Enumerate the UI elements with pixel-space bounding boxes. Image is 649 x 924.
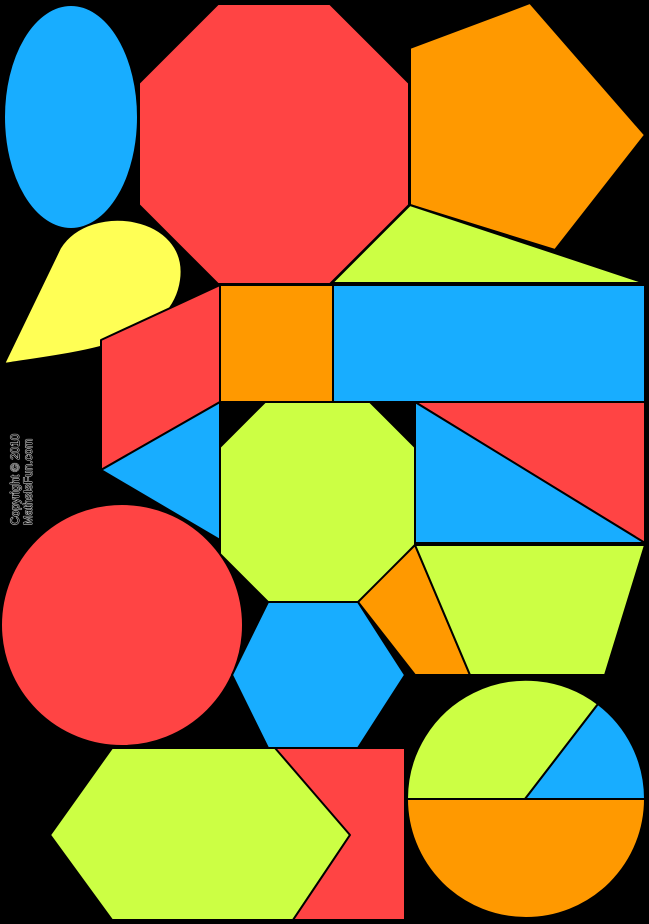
orange-pentagon bbox=[409, 2, 646, 251]
red-notched-square bbox=[274, 747, 406, 921]
red-circle bbox=[0, 503, 244, 747]
lime-octagon bbox=[219, 401, 416, 603]
blue-circle-sector bbox=[524, 703, 647, 800]
lime-trapezoid bbox=[331, 204, 646, 284]
blue-rectangle bbox=[332, 284, 646, 403]
lime-trapezoid-lower bbox=[414, 544, 646, 676]
orange-semicircle bbox=[406, 798, 646, 919]
lime-circle-sector bbox=[405, 678, 599, 800]
site-name: MathsIsFun.com bbox=[23, 438, 36, 525]
blue-oval bbox=[3, 4, 139, 230]
red-octagon bbox=[138, 3, 410, 285]
copyright-line: Copyright © 2010 bbox=[10, 433, 23, 525]
blue-right-triangle bbox=[414, 401, 646, 544]
copyright-notice: Copyright © 2010 MathsIsFun.com bbox=[10, 375, 36, 525]
orange-square bbox=[219, 284, 334, 403]
